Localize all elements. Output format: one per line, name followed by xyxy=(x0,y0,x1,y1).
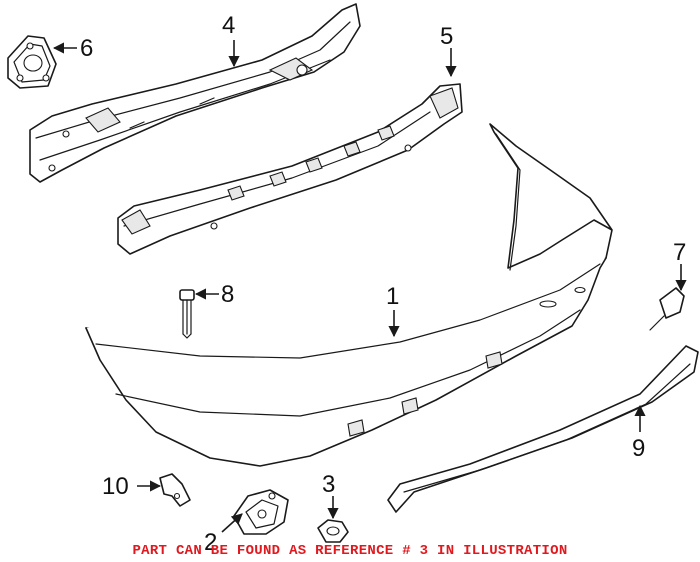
callout-8: 8 xyxy=(221,281,234,308)
part-3-nut[interactable] xyxy=(317,519,349,543)
callout-3: 3 xyxy=(322,471,335,498)
callout-4: 4 xyxy=(222,12,235,39)
part-6-bracket[interactable] xyxy=(7,35,57,89)
part-7-clip[interactable] xyxy=(649,287,685,331)
callout-2: 2 xyxy=(204,529,217,556)
part-9-valance[interactable] xyxy=(387,345,699,513)
leader-lines xyxy=(52,40,687,533)
callout-1: 1 xyxy=(386,283,399,310)
callout-10: 10 xyxy=(102,473,129,500)
part-2-side-bracket[interactable] xyxy=(233,489,289,535)
callout-6: 6 xyxy=(80,35,93,62)
callout-7: 7 xyxy=(673,239,686,266)
part-4-reinforcement-beam[interactable] xyxy=(29,3,361,183)
absorber-tabs xyxy=(227,125,395,201)
part-10-hook[interactable] xyxy=(159,473,191,507)
notice-text: PART CAN BE FOUND AS REFERENCE # 3 IN IL… xyxy=(132,543,567,559)
part-1-bumper-cover[interactable] xyxy=(85,123,613,467)
part-8-bolt[interactable] xyxy=(179,289,195,339)
part-5-energy-absorber[interactable] xyxy=(117,83,463,255)
callout-9: 9 xyxy=(632,435,645,462)
callout-5: 5 xyxy=(440,23,453,50)
